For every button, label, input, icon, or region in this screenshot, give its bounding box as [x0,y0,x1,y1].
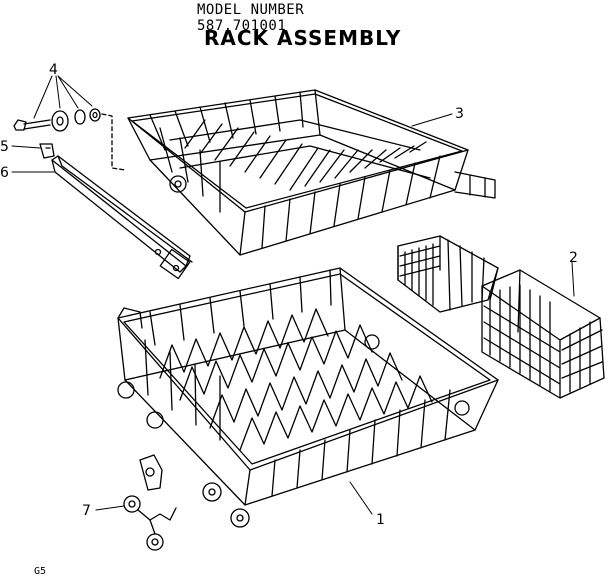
diagram-title: RACK ASSEMBLY [204,26,402,50]
silverware-basket [397,235,605,399]
leader-lines [11,75,575,515]
roller-hardware [13,108,126,171]
model-number: MODEL NUMBER 587.701001 [197,2,305,34]
callout-4: 4 [49,62,58,78]
callout-5: 5 [0,139,9,155]
callout-7: 7 [82,503,91,519]
callout-1: 1 [376,512,385,528]
wheel-assembly [123,454,177,551]
upper-rack [127,89,496,256]
callout-6: 6 [0,165,9,181]
callout-3: 3 [455,106,464,122]
rack-track [51,155,193,280]
stop-clip [39,143,55,159]
callout-labels: 1 2 3 4 5 6 7 [0,62,578,528]
callout-2: 2 [569,250,578,266]
lower-rack [117,267,499,528]
diagram-code: G5 [34,566,47,577]
